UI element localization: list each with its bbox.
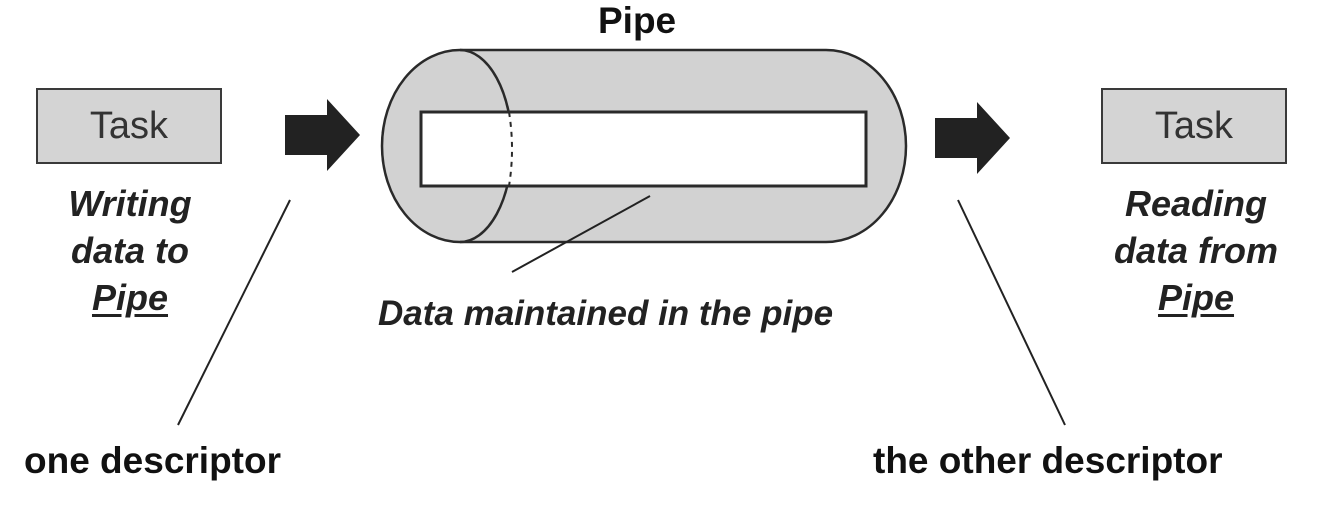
other-descriptor-leader xyxy=(957,199,1066,426)
reader-task-box: Task xyxy=(1101,88,1287,164)
reader-caption-line-1: Reading xyxy=(1124,183,1267,224)
pipe-label-leader xyxy=(511,195,651,273)
one-descriptor-label: one descriptor xyxy=(24,440,281,481)
writer-task-box: Task xyxy=(36,88,222,164)
other-descriptor-label: the other descriptor xyxy=(873,440,1223,481)
reader-caption-line-3: Pipe xyxy=(1157,277,1235,318)
writer-caption-line-3: Pipe xyxy=(91,277,169,318)
pipe-data-channel xyxy=(419,110,868,188)
pipe-title: Pipe xyxy=(598,0,677,41)
one-descriptor-leader xyxy=(177,199,291,426)
reader-caption: Reading data from Pipe xyxy=(1096,180,1296,321)
writer-caption-line-1: Writing xyxy=(68,183,192,224)
writer-caption-line-2: data to xyxy=(70,230,189,271)
writer-caption: Writing data to Pipe xyxy=(40,180,220,321)
write-arrow-icon xyxy=(285,99,360,171)
read-arrow-icon xyxy=(935,102,1010,174)
reader-caption-line-2: data from xyxy=(1113,230,1279,271)
pipe-data-label: Data maintained in the pipe xyxy=(378,294,834,333)
